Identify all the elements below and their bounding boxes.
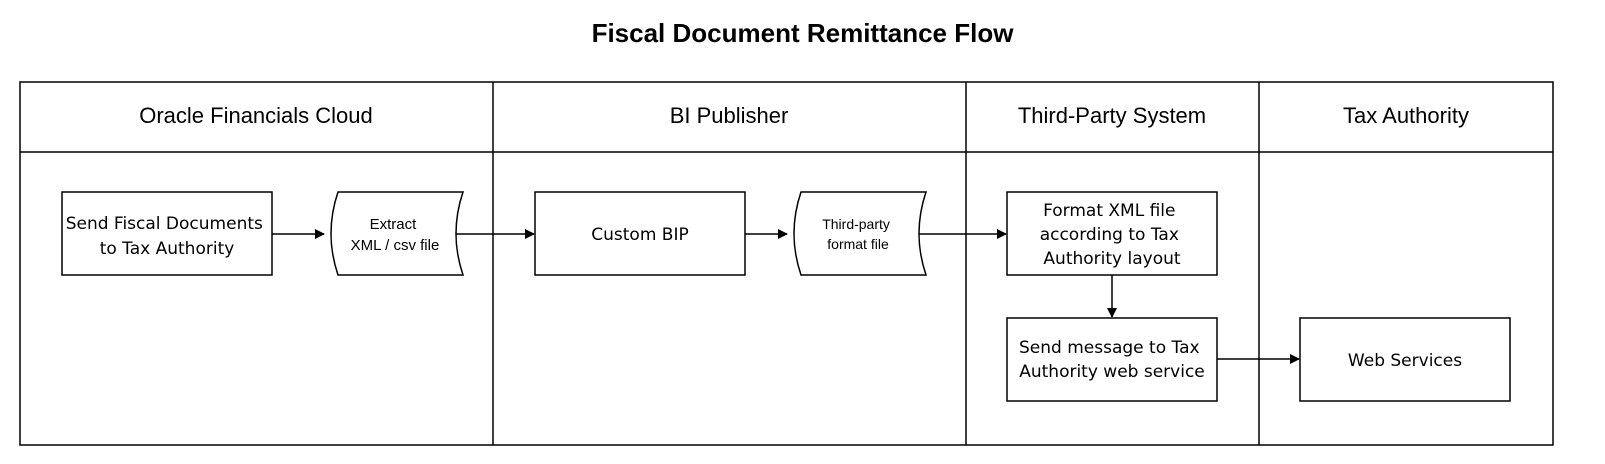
node-line: format file: [827, 236, 889, 252]
lane-header-oracle-financials-cloud: Oracle Financials Cloud: [139, 103, 373, 128]
svg-text:Third-party format file: Third-party format file: [822, 216, 894, 252]
node-line: Authority layout: [1043, 249, 1180, 269]
svg-text:Web Services: Web Services: [1348, 351, 1462, 371]
process-send-fiscal-documents: Send Fiscal Documents to Tax Authority: [61, 191, 273, 276]
lane-header-tax-authority: Tax Authority: [1343, 103, 1469, 128]
node-line: to Tax Authority: [100, 239, 235, 259]
svg-text:Custom BIP: Custom BIP: [591, 225, 688, 245]
process-custom-bip: Custom BIP: [534, 191, 746, 276]
swimlane-frame: [19, 81, 1554, 446]
svg-text:Extract XML / csv file: Extract XML / csv file: [351, 216, 440, 254]
node-line: Web Services: [1348, 351, 1462, 371]
diagram-title: Fiscal Document Remittance Flow: [591, 18, 1014, 48]
lane-header-third-party-system: Third-Party System: [1018, 103, 1206, 128]
node-line: according to Tax: [1040, 225, 1179, 245]
node-line: XML / csv file: [351, 237, 440, 254]
svg-text:Send Fiscal Documents to: Send Fiscal Documents to Tax Authority: [66, 214, 269, 259]
process-web-services: Web Services: [1299, 317, 1511, 402]
data-extract-xml-csv-file: Extract XML / csv file: [330, 191, 465, 276]
node-line: Format XML file: [1043, 201, 1175, 221]
node-line: Authority web service: [1019, 362, 1205, 382]
node-line: Extract: [370, 216, 418, 233]
node-line: Send Fiscal Documents: [66, 214, 263, 234]
process-format-xml-file: Format XML file according to Tax Authori…: [1006, 191, 1218, 276]
process-send-message: Send message to Tax Authority web servic…: [1006, 317, 1218, 402]
node-line: Custom BIP: [591, 225, 688, 245]
svg-text:Send message to Tax Auth: Send message to Tax Authority web servic…: [1019, 338, 1205, 382]
svg-text:Format XML file accordin: Format XML file according to Tax Authori…: [1040, 201, 1185, 269]
node-line: Third-party: [822, 216, 890, 232]
lane-header-bi-publisher: BI Publisher: [670, 103, 789, 128]
data-third-party-format-file: Third-party format file: [793, 191, 928, 276]
node-line: Send message to Tax: [1019, 338, 1200, 358]
